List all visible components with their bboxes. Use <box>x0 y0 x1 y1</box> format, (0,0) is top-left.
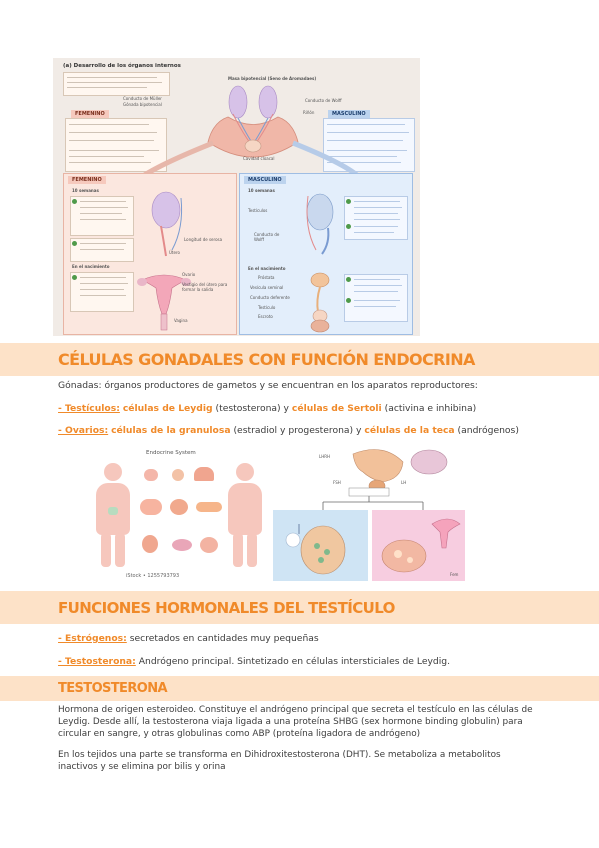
theca-hormone: (andrógenos) <box>454 425 519 436</box>
seminal-vesicle-label: Vesícula seminal <box>250 285 284 290</box>
granulosa-term: células de la granulosa <box>111 425 231 436</box>
mullerian-duct-label: Conducto de Müller <box>123 96 162 101</box>
serosa-label: Longitud de serosa <box>184 237 223 242</box>
testosterone-line: - Testosterona: Andrógeno principal. Sin… <box>58 656 450 668</box>
testicles-line: - Testículos: células de Leydig (testost… <box>58 403 476 415</box>
female-newborn-label: En el nacimiento <box>72 264 110 269</box>
wolffian-duct-label: Conducto de Wolff <box>305 98 342 103</box>
testosterone-p1-l2: Leydig. Desde allí, la testosterona viaj… <box>58 717 523 727</box>
testosterone-p2-l1: En los tejidos una parte se transforma e… <box>58 750 501 760</box>
hpg-axis-illustration: LHRH FSH LH Fem <box>273 444 465 581</box>
female-week-label: 10 semanas <box>72 188 99 193</box>
section-header-testicle: FUNCIONES HORMONALES DEL TESTÍCULO <box>0 591 599 624</box>
ovaries-line: - Ovarios: células de la granulosa (estr… <box>58 425 519 437</box>
female-10wk-illustration <box>151 191 183 257</box>
section-header-gonadal: CÉLULAS GONADALES CON FUNCIÓN ENDOCRINA <box>0 343 599 376</box>
bipotential-gonad-label: Gónada bipotencial <box>123 102 162 107</box>
kidney-label: Riñón <box>303 110 315 115</box>
estrogens-label: - Estrógenos: <box>58 633 127 644</box>
uterus-label: Útero <box>169 250 180 255</box>
estrogens-line: - Estrógenos: secretados en cantidades m… <box>58 633 319 645</box>
granulosa-hormone: (estradiol y progesterona) y <box>230 425 365 436</box>
sexual-development-diagram: (a) Desarrollo de los órganos internos M… <box>53 58 420 336</box>
testosterone-p1-l3: circular en sangre, y otras globulinas c… <box>58 729 421 739</box>
ovary-label: Ovario <box>182 272 196 277</box>
female-header: FEMENINO <box>71 110 109 118</box>
prostate-label: Próstata <box>258 275 275 280</box>
ovary-panel: Fem <box>372 510 465 581</box>
testis-panel <box>273 510 368 581</box>
lh-label: LH <box>401 480 407 485</box>
section-title-testicle: FUNCIONES HORMONALES DEL TESTÍCULO <box>58 598 395 617</box>
section-header-testosterone: TESTOSTERONA <box>0 676 599 701</box>
cloaca-label: Cavidad cloacal <box>243 156 275 161</box>
scrotum-label: Escroto <box>258 314 273 319</box>
ovaries-label: - Ovarios: <box>58 425 109 436</box>
fsh-label: FSH <box>333 480 341 485</box>
endocrine-system-illustration: Endocrine System iStock • 1255793793 <box>96 447 268 583</box>
diagram-title: (a) Desarrollo de los órganos internos <box>63 63 181 69</box>
vestige-label: Vestigio del útero para formar la salida <box>182 282 228 292</box>
gonads-intro: Gónadas: órganos productores de gametos … <box>58 380 478 391</box>
testosterone-text: Andrógeno principal. Sintetizado en célu… <box>135 656 451 667</box>
testosterone-p2-l2: inactivos y se elimina por bilis y orina <box>58 762 226 772</box>
theca-term: células de la teca <box>364 425 455 436</box>
male-10wk-illustration <box>306 193 334 255</box>
testosterone-p1-l1: Hormona de origen esteroideo. Constituye… <box>58 705 533 715</box>
female-newborn-illustration <box>137 274 191 331</box>
male-week-label: 10 semanas <box>248 188 275 193</box>
vagina-label: Vagina <box>174 318 188 323</box>
female-panel: FEMENINO 10 semanas Longitud de serosa Ú… <box>63 173 237 335</box>
testes-label: Testículos <box>248 208 268 213</box>
testosterone-label: - Testosterona: <box>58 656 136 667</box>
section-title-testosterone: TESTOSTERONA <box>58 681 168 696</box>
testicles-label: - Testículos: <box>58 403 120 414</box>
intro-textbox <box>63 72 170 96</box>
endocrine-caption: Endocrine System <box>146 450 196 456</box>
female-text-column <box>65 118 167 172</box>
sertoli-hormone: (activina e inhibina) <box>381 403 477 414</box>
male-newborn-label: En el nacimiento <box>248 266 286 271</box>
lhrh-label: LHRH <box>319 454 331 459</box>
vas-deferens-label: Conducto deferente <box>250 295 290 300</box>
sertoli-term: células de Sertoli <box>291 403 382 414</box>
hpg-brain-diagram <box>322 449 448 510</box>
section-title-gonadal: CÉLULAS GONADALES CON FUNCIÓN ENDOCRINA <box>58 350 475 369</box>
estrogens-text: secretados en cantidades muy pequeñas <box>126 633 319 644</box>
leydig-hormone: (testosterona) y <box>212 403 292 414</box>
wolffian-label: Conducto de Wolff <box>254 232 280 242</box>
female-panel-header: FEMENINO <box>68 176 106 184</box>
male-header: MASCULINO <box>328 110 370 118</box>
testis-label: Testículo <box>258 305 276 310</box>
male-panel: MASCULINO 10 semanas Testículos Conducto… <box>239 173 413 335</box>
leydig-term: células de Leydig <box>122 403 213 414</box>
bipotential-organ-illustration <box>207 85 299 158</box>
male-panel-header: MASCULINO <box>244 176 286 184</box>
center-label: Masa bipotencial (Seno de Aromadaes) <box>228 76 317 81</box>
male-newborn-illustration <box>310 272 330 333</box>
ovary-corner-label: Fem <box>450 572 459 577</box>
endocrine-credit: iStock • 1255793793 <box>126 573 180 579</box>
